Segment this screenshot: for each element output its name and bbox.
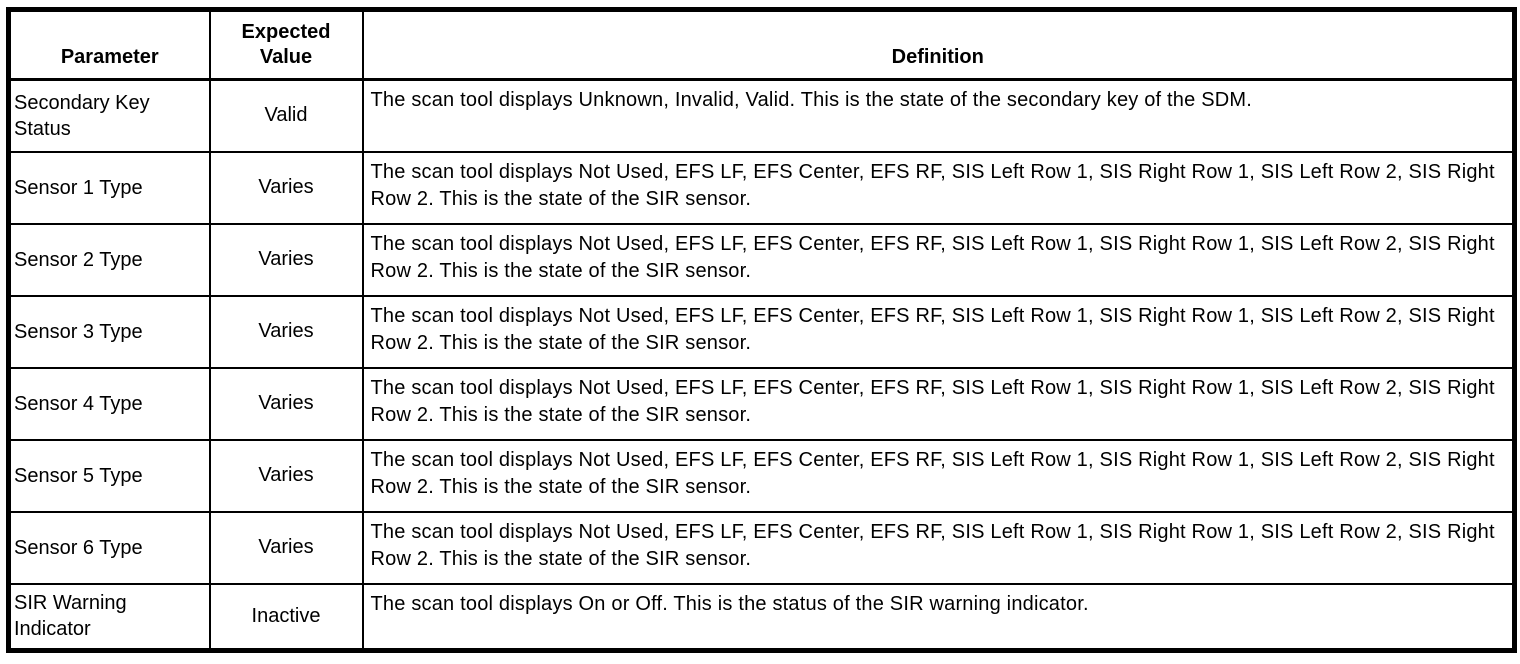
- parameter-cell: Secondary Key Status: [7, 78, 211, 153]
- expected-value-cell: Varies: [208, 438, 364, 513]
- column-header-parameter: Parameter: [7, 8, 211, 81]
- column-header-definition: Definition: [361, 8, 1516, 81]
- table-row: SIR Warning Indicator Inactive The scan …: [7, 582, 1516, 652]
- column-header-definition-label: Definition: [891, 46, 984, 68]
- parameter-cell: Sensor 5 Type: [7, 438, 211, 513]
- expected-value-cell: Varies: [208, 294, 364, 369]
- parameter-cell: Sensor 4 Type: [7, 366, 211, 441]
- definition-cell: The scan tool displays Not Used, EFS LF,…: [361, 222, 1516, 297]
- expected-value-cell: Inactive: [208, 582, 364, 652]
- column-header-parameter-label: Parameter: [60, 46, 159, 68]
- table-row: Sensor 5 Type Varies The scan tool displ…: [7, 438, 1516, 513]
- expected-value-cell: Valid: [208, 78, 364, 153]
- expected-value-cell: Varies: [208, 150, 364, 225]
- definition-cell: The scan tool displays Not Used, EFS LF,…: [361, 510, 1516, 585]
- table-header-row: Parameter Expected Value Definition: [7, 8, 1516, 81]
- column-header-expected-value: Expected Value: [208, 8, 364, 81]
- definition-cell: The scan tool displays Not Used, EFS LF,…: [361, 438, 1516, 513]
- expected-value-cell: Varies: [208, 366, 364, 441]
- definition-cell: The scan tool displays On or Off. This i…: [361, 582, 1516, 652]
- table-row: Sensor 2 Type Varies The scan tool displ…: [7, 222, 1516, 297]
- parameter-cell: Sensor 3 Type: [7, 294, 211, 369]
- parameter-cell: Sensor 2 Type: [7, 222, 211, 297]
- expected-value-cell: Varies: [208, 222, 364, 297]
- definition-cell: The scan tool displays Not Used, EFS LF,…: [361, 150, 1516, 225]
- expected-value-cell: Varies: [208, 510, 364, 585]
- table-row: Sensor 4 Type Varies The scan tool displ…: [7, 366, 1516, 441]
- parameter-cell: Sensor 1 Type: [7, 150, 211, 225]
- definition-cell: The scan tool displays Not Used, EFS LF,…: [361, 366, 1516, 441]
- definition-cell: The scan tool displays Unknown, Invalid,…: [361, 78, 1516, 153]
- parameter-cell: SIR Warning Indicator: [7, 582, 211, 652]
- table-row: Secondary Key Status Valid The scan tool…: [7, 78, 1516, 153]
- table-row: Parameter Expected Value Definition: [7, 8, 1516, 81]
- table-row: Sensor 3 Type Varies The scan tool displ…: [7, 294, 1516, 369]
- definition-cell: The scan tool displays Not Used, EFS LF,…: [361, 294, 1516, 369]
- column-header-expected-value-label: Expected Value: [241, 21, 331, 68]
- parameters-table: Parameter Expected Value Definition Seco…: [6, 7, 1517, 653]
- table-row: Sensor 6 Type Varies The scan tool displ…: [7, 510, 1516, 585]
- parameter-cell: Sensor 6 Type: [7, 510, 211, 585]
- table-row: Sensor 1 Type Varies The scan tool displ…: [7, 150, 1516, 225]
